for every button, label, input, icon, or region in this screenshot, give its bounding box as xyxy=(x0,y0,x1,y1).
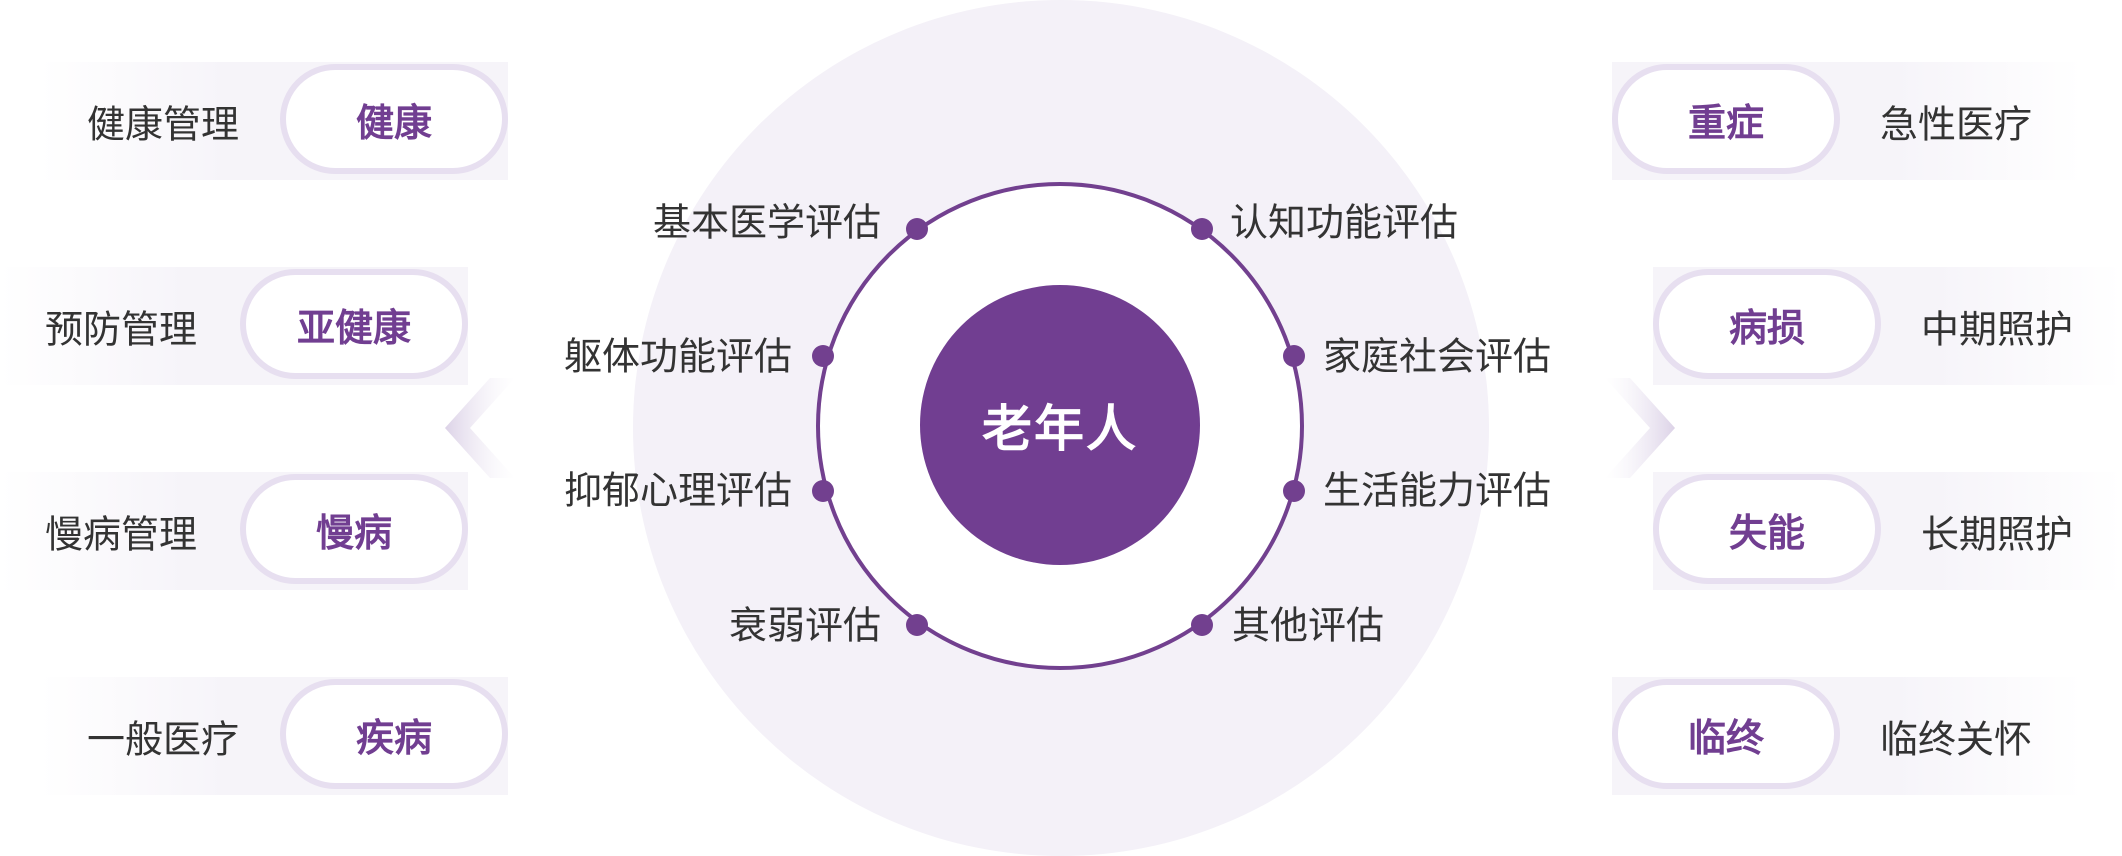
ring-dot xyxy=(906,614,928,636)
left-row-disease: 一般医疗 疾病 xyxy=(40,677,508,795)
left-row-chronic: 慢病管理 慢病 xyxy=(0,472,468,590)
center-label: 老年人 xyxy=(982,400,1138,458)
right-row-severe: 重症 急性医疗 xyxy=(1612,62,2082,180)
ring-dot xyxy=(812,480,834,502)
management-label: 健康管理 xyxy=(87,102,240,147)
status-pill: 重症 xyxy=(1612,64,1840,174)
eval-label-basic-medical: 基本医学评估 xyxy=(652,200,881,245)
ring-dot xyxy=(1191,614,1213,636)
chevron-right-outer-icon xyxy=(1605,378,1675,478)
center-circle: 老年人 xyxy=(920,285,1200,565)
care-label: 急性医疗 xyxy=(1880,102,2033,147)
eval-label-living-ability: 生活能力评估 xyxy=(1323,468,1552,513)
management-label: 预防管理 xyxy=(45,307,198,352)
status-pill: 亚健康 xyxy=(240,269,468,379)
ring-dot xyxy=(1283,480,1305,502)
eval-label-physical-function: 躯体功能评估 xyxy=(563,334,792,379)
status-pill: 健康 xyxy=(280,64,508,174)
care-label: 临终关怀 xyxy=(1880,717,2033,762)
status-pill: 病损 xyxy=(1653,269,1881,379)
ring-dot xyxy=(1283,345,1305,367)
eval-label-cognitive: 认知功能评估 xyxy=(1230,200,1459,245)
ring-dot xyxy=(812,345,834,367)
ring-dot xyxy=(1191,218,1213,240)
care-label: 长期照护 xyxy=(1921,512,2074,557)
status-pill: 疾病 xyxy=(280,679,508,789)
left-row-subhealth: 预防管理 亚健康 xyxy=(0,267,468,385)
care-label: 中期照护 xyxy=(1921,307,2074,352)
status-pill: 失能 xyxy=(1653,474,1881,584)
right-row-terminal: 临终 临终关怀 xyxy=(1612,677,2082,795)
left-row-health: 健康管理 健康 xyxy=(40,62,508,180)
chevron-left-outer-icon xyxy=(445,378,515,478)
status-pill: 临终 xyxy=(1612,679,1840,789)
right-row-disability: 失能 长期照护 xyxy=(1653,472,2122,590)
management-label: 一般医疗 xyxy=(87,717,240,762)
management-label: 慢病管理 xyxy=(45,512,198,557)
eval-label-family-social: 家庭社会评估 xyxy=(1323,334,1552,379)
eval-label-other: 其他评估 xyxy=(1232,603,1385,648)
right-row-impairment: 病损 中期照护 xyxy=(1653,267,2122,385)
status-pill: 慢病 xyxy=(240,474,468,584)
ring-dot xyxy=(906,218,928,240)
eval-label-frailty: 衰弱评估 xyxy=(728,603,881,648)
eval-label-depression: 抑郁心理评估 xyxy=(563,468,792,513)
